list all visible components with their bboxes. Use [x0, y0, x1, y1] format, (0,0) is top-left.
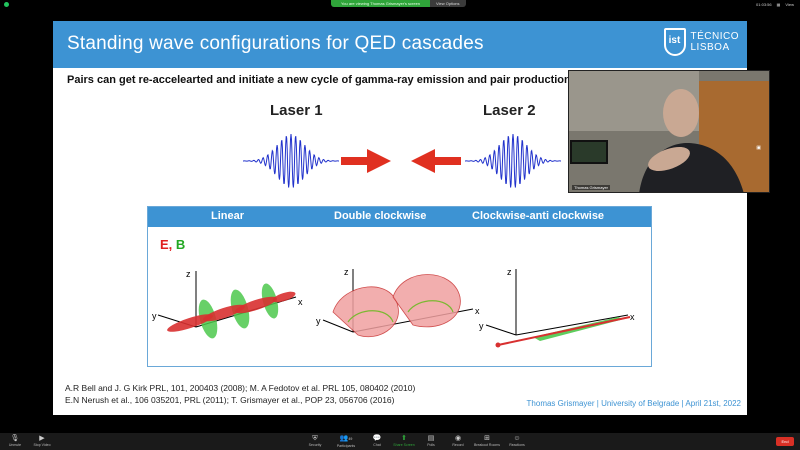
- unmute-button[interactable]: 🎙 Unmute: [8, 435, 22, 447]
- logo-line1: TÉCNICO: [690, 31, 739, 42]
- video-icon: ▶: [39, 435, 45, 442]
- meeting-clock: 01:03:56: [756, 2, 772, 7]
- shield-icon: ⛨: [312, 435, 318, 442]
- pin-icon[interactable]: ▣: [756, 145, 761, 151]
- linear-diagram: z x y: [152, 269, 303, 339]
- share-banner-text: You are viewing Thomas Grismayer's scree…: [331, 0, 431, 7]
- eb-legend: E, B: [160, 237, 185, 252]
- reference-2: E.N Nerush et al., 106 035201, PRL (2011…: [65, 395, 395, 405]
- double-clockwise-diagram: z x y: [316, 267, 480, 337]
- b-field-label: B: [175, 237, 186, 252]
- laser1-arrow: [341, 149, 391, 173]
- logo-shield-icon: ist: [663, 28, 686, 56]
- double-axis-z: z: [344, 267, 349, 277]
- stop-video-button[interactable]: ▶ Stop Video: [33, 435, 51, 447]
- share-icon: ⬆: [401, 435, 407, 442]
- chat-button[interactable]: 💬 Chat: [372, 435, 382, 447]
- webcam-thumbnail[interactable]: ▣ Thomas Grismayer: [568, 70, 770, 193]
- anti-axis-x: x: [630, 312, 635, 322]
- laser2-wave: [465, 133, 561, 188]
- double-axis-y: y: [316, 316, 321, 326]
- zoom-status-icon[interactable]: [4, 2, 9, 7]
- col-linear: Linear: [211, 210, 245, 222]
- participants-count: 49: [348, 437, 353, 441]
- col-double-clockwise: Double clockwise: [334, 210, 427, 222]
- anti-axis-y: y: [479, 321, 484, 331]
- slide-footer-credit: Thomas Grismayer | University of Belgrad…: [526, 399, 741, 408]
- col-clockwise-anti: Clockwise-anti clockwise: [472, 210, 605, 222]
- share-banner: You are viewing Thomas Grismayer's scree…: [331, 0, 466, 7]
- laser-pulses-diagram: [243, 133, 561, 188]
- security-button[interactable]: ⛨ Security: [308, 435, 322, 447]
- logo-line2: LISBOA: [690, 42, 730, 53]
- polls-button[interactable]: ▤ Polls: [427, 435, 435, 447]
- laser2-label: Laser 2: [483, 102, 536, 119]
- panel-header: Linear Double clockwise Clockwise-anti c…: [148, 207, 651, 227]
- view-button[interactable]: View: [785, 2, 794, 7]
- grid-icon[interactable]: ▦: [776, 2, 781, 7]
- breakout-icon: ⊞: [484, 435, 490, 442]
- record-icon: ◉: [454, 435, 462, 442]
- polls-icon: ▤: [427, 435, 435, 442]
- microphone-icon: 🎙: [10, 435, 20, 442]
- linear-axis-z: z: [186, 269, 191, 279]
- smile-icon: ☺: [513, 435, 521, 442]
- webcam-overlay-icons: ▣: [756, 145, 761, 151]
- double-axis-x: x: [475, 306, 480, 316]
- reactions-button[interactable]: ☺ Reactions: [509, 435, 525, 447]
- view-options-button[interactable]: View Options: [430, 0, 466, 7]
- field-configurations: z x y z x y: [152, 267, 635, 348]
- polarization-panel: Linear Double clockwise Clockwise-anti c…: [147, 206, 652, 367]
- meeting-toolbar: 🎙 Unmute ▶ Stop Video ⛨ Security 👥49 Par…: [0, 433, 800, 450]
- laser1-label: Laser 1: [270, 102, 323, 119]
- clockwise-anti-diagram: z x y: [479, 267, 635, 348]
- people-icon: 👥49: [339, 435, 353, 442]
- laser1-wave: [243, 133, 339, 188]
- top-right-controls: 01:03:56 ▦ View: [756, 2, 794, 8]
- reference-1: A.R Bell and J. G Kirk PRL, 101, 200403 …: [65, 383, 416, 393]
- tecnico-logo: ist TÉCNICO LISBOA: [663, 28, 740, 56]
- slide-header: Standing wave configurations for QED cas…: [53, 21, 747, 68]
- anti-axis-z: z: [507, 267, 512, 277]
- slide-subtitle: Pairs can get re-accelearted and initiat…: [67, 74, 571, 86]
- linear-axis-x: x: [298, 297, 303, 307]
- logo-text: TÉCNICO LISBOA: [691, 31, 740, 53]
- participants-button[interactable]: 👥49 Participants: [336, 435, 356, 448]
- slide-title: Standing wave configurations for QED cas…: [67, 33, 484, 54]
- e-field-label: E,: [160, 237, 173, 252]
- webcam-name-label: Thomas Grismayer: [572, 185, 611, 190]
- linear-axis-y: y: [152, 311, 157, 321]
- laser2-arrow: [411, 149, 461, 173]
- chat-icon: 💬: [372, 435, 382, 442]
- share-screen-button[interactable]: ⬆ Share Screen: [393, 435, 415, 447]
- record-button[interactable]: ◉ Record: [452, 435, 464, 447]
- end-meeting-button[interactable]: End: [776, 437, 794, 446]
- webcam-scene: [569, 71, 769, 192]
- references: A.R Bell and J. G Kirk PRL, 101, 200403 …: [65, 382, 415, 406]
- breakout-rooms-button[interactable]: ⊞ Breakout Rooms: [473, 435, 501, 447]
